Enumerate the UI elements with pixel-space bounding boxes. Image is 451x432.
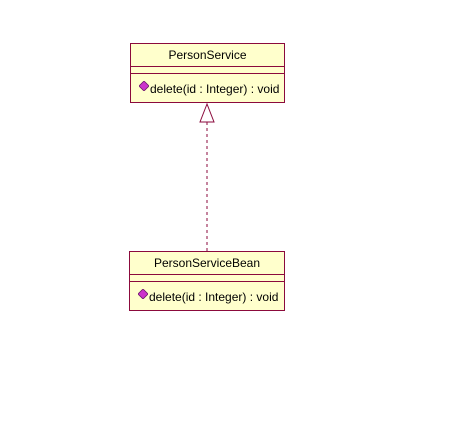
operations-compartment: delete(id : Integer) : void (130, 282, 284, 312)
operation-label: delete(id : Integer) : void (149, 290, 279, 304)
class-name: PersonService (131, 44, 284, 67)
class-person-service[interactable]: PersonService delete(id : Integer) : voi… (130, 43, 285, 103)
class-name: PersonServiceBean (130, 252, 284, 275)
class-person-service-bean[interactable]: PersonServiceBean delete(id : Integer) :… (129, 251, 285, 311)
attributes-compartment (130, 275, 284, 282)
attributes-compartment (131, 67, 284, 74)
operations-compartment: delete(id : Integer) : void (131, 74, 284, 104)
realization-arrowhead (199, 102, 215, 123)
public-operation-icon (138, 289, 148, 299)
operation-label: delete(id : Integer) : void (150, 82, 280, 96)
public-operation-icon (139, 81, 149, 91)
